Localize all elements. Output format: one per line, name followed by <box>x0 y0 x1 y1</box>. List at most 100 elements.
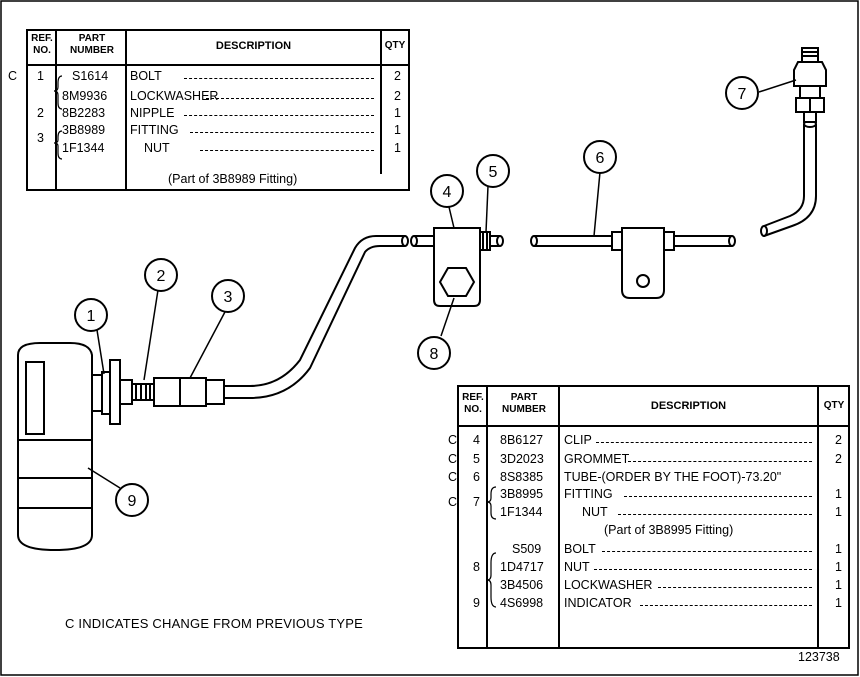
t2-row-part: 4S6998 <box>500 596 544 610</box>
t2-row-desc: TUBE-(ORDER BY THE FOOT)-73.20" <box>564 470 782 484</box>
t2-row-desc: INDICATOR <box>564 596 632 610</box>
t2-row-leader <box>624 496 812 497</box>
t2-row-ref: 9 <box>473 596 480 610</box>
t2-row-part: 3D2023 <box>500 452 544 466</box>
t1-row-desc: NUT <box>144 141 170 155</box>
t2-row-qty: 1 <box>835 560 842 574</box>
bolt-part <box>101 359 133 425</box>
t1-row-leader <box>184 78 374 79</box>
svg-text:6: 6 <box>596 150 605 167</box>
t2-row-leader <box>658 587 812 588</box>
t1-row-desc: FITTING <box>130 123 179 137</box>
callout-7: 7 <box>725 76 759 110</box>
t2-row-desc: BOLT <box>564 542 596 556</box>
tube-clip-part <box>530 227 736 299</box>
t2-row-ref: 7 <box>473 495 480 509</box>
t2-row-qty: 1 <box>835 487 842 501</box>
t2-row-desc: (Part of 3B8995 Fitting) <box>604 523 734 537</box>
t2-row-part: 1D4717 <box>500 560 544 574</box>
svg-text:8: 8 <box>430 346 439 363</box>
t1-row-part: 1F1344 <box>62 141 105 155</box>
t2-row-leader <box>618 514 812 515</box>
t1-row-leader <box>200 150 374 151</box>
t2-header-part: PART NUMBER <box>502 392 546 415</box>
t1-row-leader <box>190 132 374 133</box>
svg-text:1: 1 <box>87 308 96 325</box>
svg-text:2: 2 <box>157 268 166 285</box>
t2-row-part: 8S8385 <box>500 470 544 484</box>
t1-header-part: PART NUMBER <box>70 33 114 56</box>
t2-row-ref: 8 <box>473 560 480 574</box>
t2-header-qty: QTY <box>823 400 845 411</box>
change-note: C INDICATES CHANGE FROM PREVIOUS TYPE <box>65 616 364 631</box>
callout-2: 2 <box>144 258 178 292</box>
t1-row-part: 3B8989 <box>62 123 106 137</box>
t1-row-qty: 2 <box>394 69 401 83</box>
table-1-grid <box>26 29 410 191</box>
t2-row-c: C <box>448 433 458 447</box>
t2-row-leader <box>594 569 812 570</box>
t2-row-leader <box>628 461 812 462</box>
t2-row-ref: 4 <box>473 433 480 447</box>
clip-part <box>410 227 504 307</box>
t1-row-ref: 3 <box>37 131 44 145</box>
t2-row-qty: 1 <box>835 505 842 519</box>
t1-row-qty: 2 <box>394 89 401 103</box>
t1-row-part: 8M9936 <box>62 89 108 103</box>
t1-row-part: S1614 <box>72 69 109 83</box>
t1-footnote: (Part of 3B8989 Fitting) <box>168 172 298 186</box>
t2-row-leader <box>602 551 812 552</box>
t2-row-part: 1F1344 <box>500 505 543 519</box>
t2-row-part: 8B6127 <box>500 433 544 447</box>
t2-row-desc: NUT <box>582 505 608 519</box>
t1-row-desc: BOLT <box>130 69 162 83</box>
callout-1: 1 <box>74 298 108 332</box>
t2-row-qty: 2 <box>835 452 842 466</box>
t1-row-leader <box>184 115 374 116</box>
svg-text:9: 9 <box>128 493 137 510</box>
leader-lines <box>87 79 797 489</box>
t1-header-desc: DESCRIPTION <box>215 40 292 52</box>
t2-row-qty: 1 <box>835 578 842 592</box>
t1-header-qty: QTY <box>384 40 406 51</box>
t1-row-ref: 2 <box>37 106 44 120</box>
svg-text:7: 7 <box>738 86 747 103</box>
t2-row-ref: 5 <box>473 452 480 466</box>
t1-row-ref: 1 <box>37 69 44 83</box>
figure-number: 123738 <box>798 650 840 664</box>
callout-9: 9 <box>115 483 149 517</box>
t2-row-c: C <box>448 452 458 466</box>
t2-row-c: C <box>448 495 458 509</box>
fitting-part <box>153 377 225 407</box>
t1-row-desc: LOCKWASHER <box>130 89 219 103</box>
callout-6: 6 <box>583 140 617 174</box>
t2-row-qty: 1 <box>835 542 842 556</box>
t1-row-desc: NIPPLE <box>130 106 175 120</box>
t1-row-qty: 1 <box>394 123 401 137</box>
callout-3: 3 <box>211 279 245 313</box>
t2-row-c: C <box>448 470 458 484</box>
svg-text:3: 3 <box>224 289 233 306</box>
t2-row-leader <box>640 605 812 606</box>
t1-row-part: 8B2283 <box>62 106 106 120</box>
t2-header-ref: REF. NO. <box>462 392 484 415</box>
t1-header-ref: REF. NO. <box>31 33 53 56</box>
t2-row-part: 3B8995 <box>500 487 544 501</box>
t2-row-qty: 2 <box>835 433 842 447</box>
t1-row-c: C <box>8 69 18 83</box>
t2-row-desc: NUT <box>564 560 590 574</box>
callout-8: 8 <box>417 336 451 370</box>
t1-row-qty: 1 <box>394 141 401 155</box>
callout-5: 5 <box>476 154 510 188</box>
t2-row-desc: CLIP <box>564 433 592 447</box>
fitting-7-part <box>793 47 827 123</box>
t2-row-desc: GROMMET <box>564 452 630 466</box>
callout-4: 4 <box>430 174 464 208</box>
t2-row-part: 3B4506 <box>500 578 544 592</box>
t2-row-part: S509 <box>512 542 542 556</box>
t2-row-leader <box>596 442 812 443</box>
